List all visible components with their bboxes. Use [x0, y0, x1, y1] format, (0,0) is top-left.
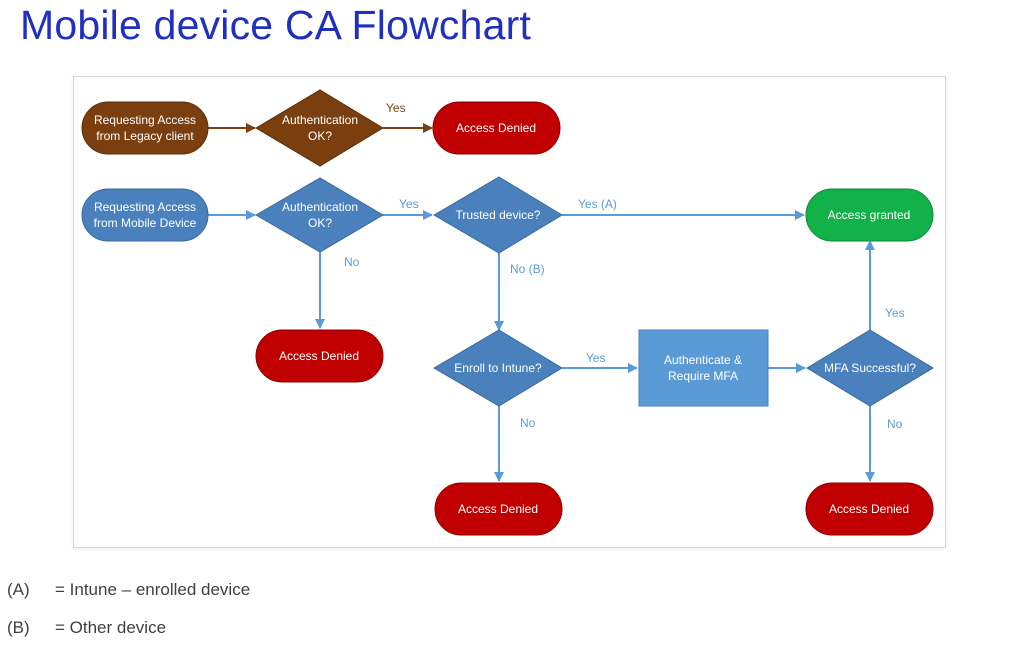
edge-label-trusted-no: No (B) [510, 262, 545, 276]
authenticate-mfa-process: Authenticate & Require MFA [638, 329, 769, 407]
trusted-device-decision: Trusted device? [433, 176, 563, 254]
legacy-denied-label: Access Denied [456, 121, 536, 135]
edge-label-legacy-yes: Yes [386, 101, 406, 115]
authenticate-mfa-label: Authenticate & Require MFA [664, 353, 742, 383]
legacy-start-node: Requesting Access from Legacy client [81, 101, 209, 155]
node-label-line: Authentication [282, 200, 358, 214]
node-label-line: Authenticate & [664, 353, 742, 367]
edges [208, 123, 875, 482]
node-label-line: MFA Successful? [824, 361, 916, 375]
node-label-line: Enroll to Intune? [454, 361, 542, 375]
legend-key-a: (A) [7, 580, 30, 599]
edge-label-trusted-yes: Yes (A) [578, 197, 617, 211]
enroll-denied-label: Access Denied [458, 502, 538, 516]
node-label-line: Access Denied [279, 349, 359, 363]
legend-item-a: (A) = Intune – enrolled device [7, 580, 250, 600]
edge-label-mobile-yes: Yes [399, 197, 419, 211]
edge-label-enroll-no: No [520, 416, 536, 430]
edge-label-mfa-yes: Yes [885, 306, 905, 320]
node-label-line: Access Denied [458, 502, 538, 516]
mfa-success-label: MFA Successful? [824, 361, 916, 375]
mfa-denied-node: Access Denied [805, 482, 934, 536]
legend-item-b: (B) = Other device [7, 618, 166, 638]
node-label-line: from Mobile Device [94, 216, 197, 230]
access-granted-label: Access granted [828, 208, 911, 222]
edge-label-enroll-yes: Yes [586, 351, 606, 365]
legacy-denied-node: Access Denied [432, 101, 561, 155]
node-label-line: Require MFA [668, 369, 738, 383]
mobile-start-label: Requesting Access from Mobile Device [94, 200, 197, 230]
mfa-denied-label: Access Denied [829, 502, 909, 516]
auth-denied-label: Access Denied [279, 349, 359, 363]
page-title: Mobile device CA Flowchart [20, 2, 532, 48]
access-granted-node: Access granted [805, 188, 934, 242]
flowchart-svg: Yes Yes No Yes (A) No (B) Yes No Yes No … [81, 89, 934, 536]
legend-key-b: (B) [7, 618, 30, 637]
enroll-intune-decision: Enroll to Intune? [433, 329, 563, 407]
mobile-start-node: Requesting Access from Mobile Device [81, 188, 209, 242]
node-label-line: Access Denied [829, 502, 909, 516]
edge-labels: Yes Yes No Yes (A) No (B) Yes No Yes No [344, 101, 905, 431]
node-label-line: Requesting Access [94, 200, 196, 214]
enroll-denied-node: Access Denied [434, 482, 563, 536]
node-label-line: OK? [308, 129, 332, 143]
node-label-line: Authentication [282, 113, 358, 127]
flowchart-canvas: Yes Yes No Yes (A) No (B) Yes No Yes No … [73, 76, 946, 548]
legend-text-b: = Other device [55, 618, 167, 637]
node-label-line: from Legacy client [96, 129, 194, 143]
trusted-device-label: Trusted device? [456, 208, 541, 222]
node-label-line: Requesting Access [94, 113, 196, 127]
auth-denied-node: Access Denied [255, 329, 384, 383]
node-label-line: Trusted device? [456, 208, 541, 222]
node-label-line: Access granted [828, 208, 911, 222]
node-label-line: OK? [308, 216, 332, 230]
legacy-start-label: Requesting Access from Legacy client [94, 113, 196, 143]
legend-text-a: = Intune – enrolled device [55, 580, 251, 599]
mfa-success-decision: MFA Successful? [806, 329, 934, 407]
node-label-line: Access Denied [456, 121, 536, 135]
enroll-intune-label: Enroll to Intune? [454, 361, 542, 375]
edge-label-mfa-no: No [887, 417, 903, 431]
edge-label-mobile-no: No [344, 255, 360, 269]
